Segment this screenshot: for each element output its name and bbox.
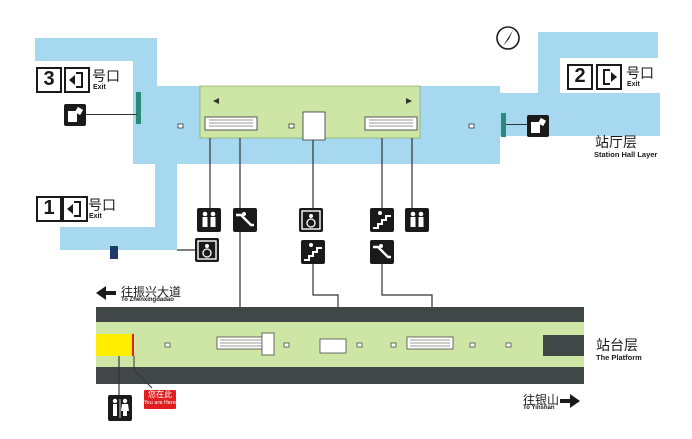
platform-label-en: The Platform	[596, 353, 642, 362]
connector-lines	[177, 138, 433, 333]
direction-arrows	[96, 286, 580, 408]
exit-1-elevator-shaft	[110, 246, 118, 259]
escalator-icon	[233, 208, 257, 232]
you-are-here-badge: 您在此 You are Here	[144, 390, 176, 409]
direction-left-label-cn: 往振兴大道	[121, 285, 182, 299]
direction-right-label-en: To Yinshan	[523, 405, 555, 411]
exit-1-number: 1	[36, 196, 62, 222]
exit-1-label-cn: 号口	[88, 198, 116, 214]
toilet-icon	[108, 395, 132, 421]
escalator-icon	[370, 240, 394, 264]
ticket-machine-icon	[527, 115, 549, 137]
elevator-icon	[197, 208, 221, 232]
exit-1-label-en: Exit	[89, 213, 102, 220]
exit-left-arrow-icon	[62, 196, 88, 222]
accessible-elevator-icon	[195, 238, 219, 262]
platform-label-cn: 站台层	[596, 338, 638, 354]
elevator-icon	[405, 208, 429, 232]
exit-right-arrow-icon	[596, 64, 622, 90]
exit-3-number: 3	[36, 67, 62, 93]
ticket-machine-icon	[64, 104, 86, 126]
direction-right-label-cn: 往银山	[523, 393, 560, 407]
direction-left-label-en: To Zhenxingdadao	[121, 297, 174, 303]
you-are-here-en: You are Here	[144, 400, 176, 406]
exit-2-label-en: Exit	[627, 81, 640, 88]
you-are-here-cn: 您在此	[148, 390, 172, 399]
accessible-elevator-icon	[299, 208, 323, 232]
exit-3-door	[136, 92, 141, 124]
station-hall-label-en: Station Hall Layer	[594, 150, 658, 159]
station-hall-label-cn: 站厅层	[595, 135, 637, 151]
exit-3-label-en: Exit	[93, 84, 106, 91]
exit-2-label-cn: 号口	[626, 66, 654, 82]
exit-2-number: 2	[567, 64, 593, 90]
exit-2-door	[501, 113, 506, 137]
compass-icon	[495, 25, 521, 51]
stairs-icon	[370, 208, 394, 232]
exit-3-label-cn: 号口	[92, 69, 120, 85]
stairs-icon	[301, 240, 325, 264]
exit-left-arrow-icon	[64, 67, 90, 93]
